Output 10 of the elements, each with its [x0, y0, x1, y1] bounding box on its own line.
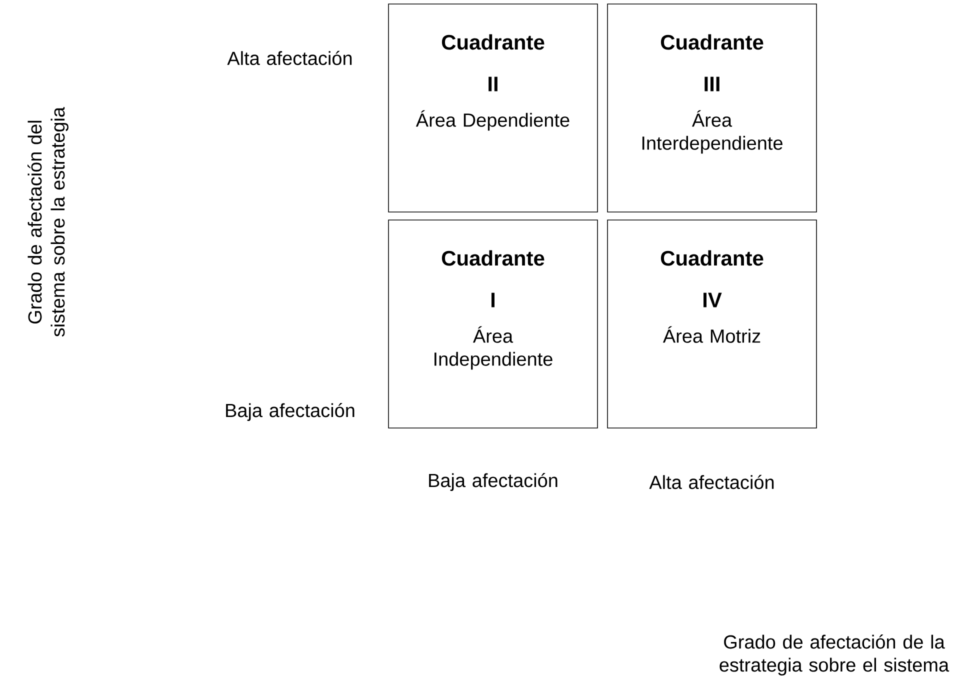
quadrant-box: Cuadrante IV Área Motriz [607, 220, 817, 428]
quadrant-box: Cuadrante II Área Dependiente [388, 4, 598, 212]
axis-level-label: Alta afectación [227, 50, 352, 66]
axis-level-label: Baja afectación [226, 403, 354, 421]
axis-title: Grado de afectación del sistema sobre la estrategia [28, 106, 68, 337]
quadrant-box: Cuadrante III Área Interdependiente [607, 4, 817, 212]
axis-level-label: Alta afectación [649, 474, 774, 490]
axis-title: Grado de afectación de la estrategia sobre el sistema [720, 634, 950, 676]
axis-level-label: Baja afectación [429, 473, 558, 491]
quadrant-box: Cuadrante I Área Independiente [388, 220, 598, 428]
